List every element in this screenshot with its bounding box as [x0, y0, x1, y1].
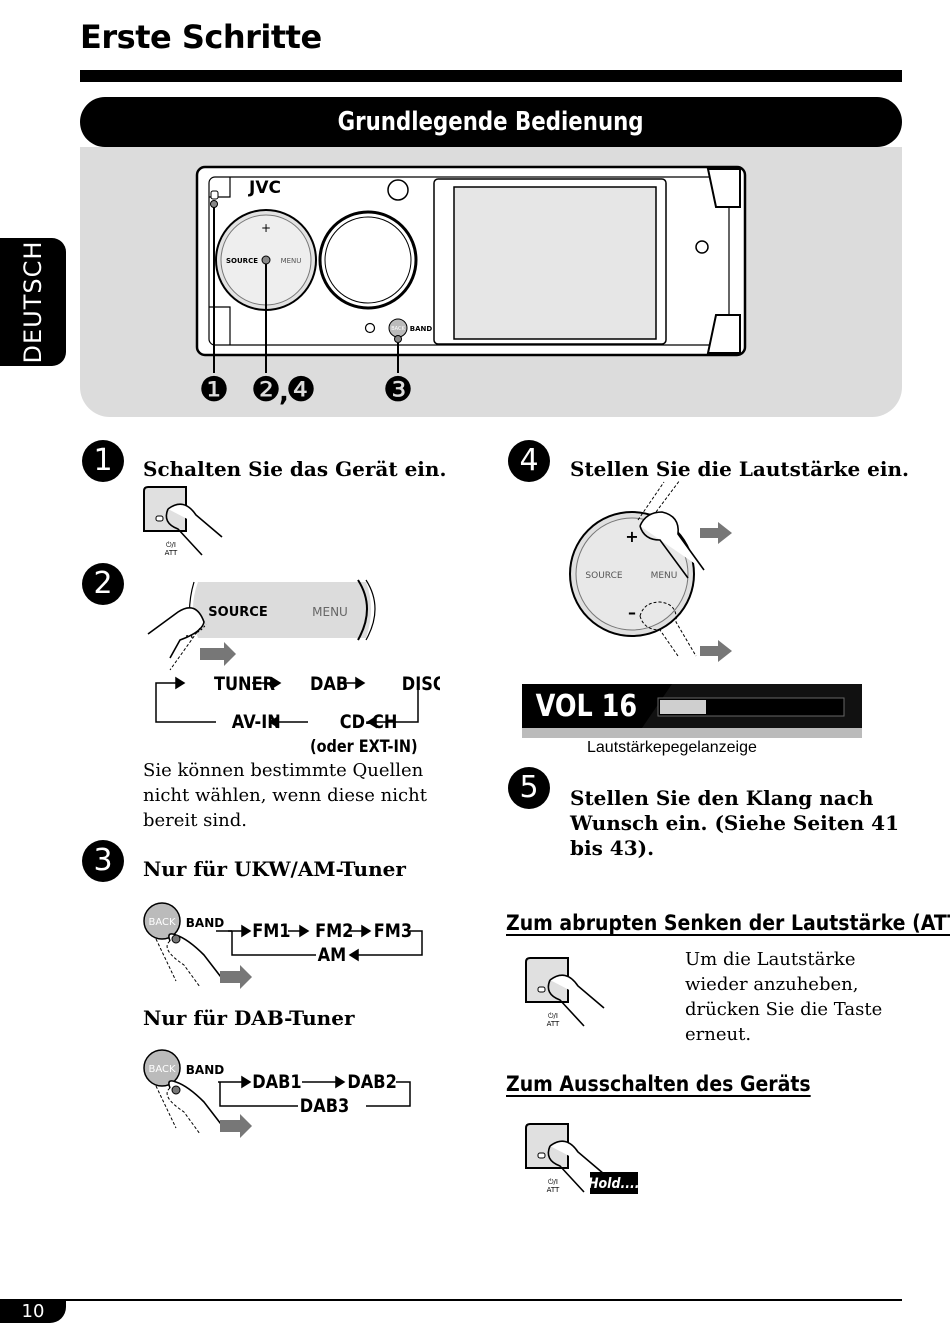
power-button-press-illustration: ⏻/I ATT — [143, 486, 223, 557]
flow-dab3: DAB3 — [300, 1096, 349, 1118]
callout-comma: , — [279, 378, 289, 408]
step-5-text: Stellen Sie den Klang nach Wunsch ein. (… — [570, 786, 899, 860]
flow-avin: AV-IN — [232, 712, 281, 734]
step-2-note: Sie können bestimmte Quellen nicht wähle… — [143, 760, 427, 831]
step-4-number: 4 — [508, 440, 550, 482]
att-section-heading: Zum abrupten Senken der Lautstärke (ATT) — [506, 911, 950, 935]
hold-label: Hold.... — [588, 1176, 640, 1192]
step-3-condition-fm: Nur für UKW/AM-Tuner — [143, 857, 406, 881]
dab-band-label: BAND — [186, 1063, 224, 1077]
footer-rule — [0, 1299, 902, 1301]
language-tab-label: DEUTSCH — [19, 240, 47, 364]
knob-source: SOURCE — [208, 605, 267, 620]
callout-1: ❶ — [199, 370, 229, 410]
step-1-number: 1 — [82, 440, 124, 482]
knob-source-label: SOURCE — [226, 257, 258, 265]
section-banner: Grundlegende Bedienung — [80, 97, 902, 147]
dab-band-flow-diagram: BACK BAND DAB1 DAB2 DAB3 — [143, 1049, 411, 1138]
fm-back-label: BACK — [148, 917, 176, 928]
volume-knob-illustration: + – SOURCE MENU — [569, 479, 732, 662]
fm-band-label: BAND — [186, 916, 224, 930]
step-4-text: Stellen Sie die Lautstärke ein. — [570, 457, 909, 481]
title-rule — [80, 70, 902, 82]
flow-dab1: DAB1 — [252, 1072, 301, 1094]
knob-menu: MENU — [312, 605, 348, 619]
page-title: Erste Schritte — [80, 18, 322, 56]
section-title: Grundlegende Bedienung — [338, 107, 644, 137]
language-tab — [0, 238, 66, 366]
att-button-press-illustration: ⏻/I ATT — [525, 957, 605, 1028]
volume-minus-label: – — [628, 603, 636, 622]
step-1-text: Schalten Sie das Gerät ein. — [143, 457, 447, 481]
callout-3: ❸ — [383, 370, 413, 410]
step-5-number: 5 — [508, 767, 550, 809]
flow-dab: DAB — [310, 674, 348, 696]
power-symbol-label: ⏻/I — [166, 541, 176, 549]
flow-dab2: DAB2 — [347, 1072, 396, 1094]
step-3-number: 3 — [82, 840, 124, 882]
flow-disc: DISC — [402, 674, 440, 696]
att-section-text: Um die Lautstärke wieder anzuheben, drüc… — [685, 949, 883, 1045]
att-power-symbol-label: ⏻/I — [548, 1012, 558, 1020]
knob-plus-label: + — [261, 221, 271, 235]
att-att-label: ATT — [547, 1020, 560, 1028]
volume-level-display: VOL 16 — [522, 684, 862, 738]
callout-4: ❹ — [286, 370, 316, 410]
volume-display-caption: Lautstärkepegelanzeige — [587, 739, 757, 756]
source-flow-diagram: SOURCE MENU TUNER DAB DISC AV-IN CD-CH (… — [147, 579, 440, 756]
fm-band-flow-diagram: BACK BAND FM1 FM2 FM3 AM — [143, 902, 423, 989]
off-section-heading: Zum Ausschalten des Geräts — [506, 1072, 811, 1096]
dab-back-label: BACK — [148, 1064, 176, 1075]
vol-knob-menu: MENU — [651, 571, 678, 581]
step-3-condition-dab: Nur für DAB-Tuner — [143, 1006, 355, 1030]
off-power-symbol-label: ⏻/I — [548, 1178, 558, 1186]
volume-plus-label: + — [625, 527, 638, 546]
flow-am: AM — [318, 945, 347, 967]
volume-readout: VOL 16 — [536, 688, 638, 724]
power-off-hold-illustration: ⏻/I ATT Hold.... — [525, 1123, 640, 1194]
flow-extin: (oder EXT-IN) — [310, 736, 418, 756]
vol-knob-source: SOURCE — [585, 571, 622, 581]
step-2-number: 2 — [82, 563, 124, 605]
back-label: BACK — [391, 326, 405, 332]
flow-fm3: FM3 — [374, 921, 412, 943]
knob-menu-label: MENU — [281, 257, 302, 265]
off-att-label: ATT — [547, 1186, 560, 1194]
flow-fm1: FM1 — [252, 921, 290, 943]
callout-2: ❷ — [251, 370, 281, 410]
att-label: ATT — [165, 549, 178, 557]
band-label: BAND — [410, 325, 433, 333]
flow-tuner: TUNER — [214, 674, 275, 696]
brand-logo: JVC — [248, 178, 281, 198]
flow-fm2: FM2 — [315, 921, 353, 943]
volume-level-bar — [660, 700, 706, 714]
device-front-panel: JVC + SOURCE MENU BACK BAND ❶ ❷ , ❹ ❸ — [195, 165, 747, 410]
page-number: 10 — [0, 1301, 66, 1323]
